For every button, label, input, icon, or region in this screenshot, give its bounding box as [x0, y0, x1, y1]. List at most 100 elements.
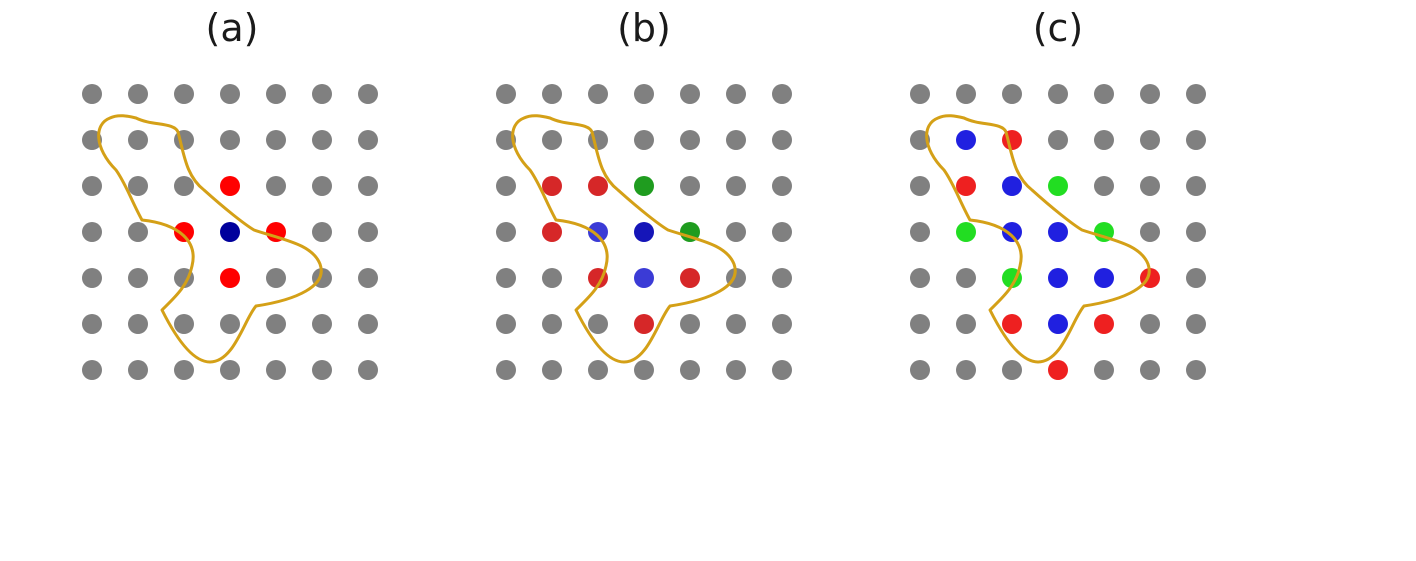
site-highlighted: [220, 268, 240, 288]
site-inactive: [956, 84, 976, 104]
site-inactive: [726, 84, 746, 104]
site-inactive: [542, 268, 562, 288]
site-inactive: [82, 176, 102, 196]
site-inactive: [910, 130, 930, 150]
site-highlighted: [1002, 222, 1022, 242]
site-inactive: [266, 84, 286, 104]
site-inactive: [174, 314, 194, 334]
site-inactive: [82, 84, 102, 104]
site-inactive: [174, 84, 194, 104]
site-highlighted: [1048, 222, 1068, 242]
site-inactive: [1048, 130, 1068, 150]
site-inactive: [1094, 176, 1114, 196]
site-inactive: [128, 84, 148, 104]
site-inactive: [1140, 314, 1160, 334]
site-inactive: [358, 130, 378, 150]
site-inactive: [1002, 84, 1022, 104]
panel-a: [82, 84, 378, 380]
site-inactive: [1186, 268, 1206, 288]
panel-b: [496, 84, 792, 380]
site-highlighted: [1048, 268, 1068, 288]
site-inactive: [266, 268, 286, 288]
site-inactive: [680, 360, 700, 380]
site-inactive: [956, 360, 976, 380]
region-outline: [925, 114, 1151, 364]
site-inactive: [910, 84, 930, 104]
site-highlighted: [1094, 268, 1114, 288]
site-inactive: [312, 360, 332, 380]
site-inactive: [82, 130, 102, 150]
site-inactive: [772, 222, 792, 242]
site-inactive: [772, 130, 792, 150]
site-inactive: [588, 360, 608, 380]
site-inactive: [496, 84, 516, 104]
site-inactive: [220, 84, 240, 104]
site-inactive: [1140, 84, 1160, 104]
site-inactive: [1186, 176, 1206, 196]
site-inactive: [1048, 84, 1068, 104]
site-inactive: [220, 360, 240, 380]
site-inactive: [266, 314, 286, 334]
site-highlighted: [634, 222, 654, 242]
site-inactive: [312, 176, 332, 196]
site-inactive: [312, 314, 332, 334]
site-inactive: [680, 130, 700, 150]
site-highlighted: [634, 176, 654, 196]
site-inactive: [910, 314, 930, 334]
site-inactive: [358, 222, 378, 242]
site-highlighted: [956, 222, 976, 242]
site-inactive: [1186, 84, 1206, 104]
site-inactive: [1186, 314, 1206, 334]
region-outline: [511, 114, 737, 364]
site-inactive: [358, 314, 378, 334]
site-inactive: [1140, 360, 1160, 380]
site-inactive: [726, 130, 746, 150]
site-inactive: [312, 130, 332, 150]
panel-c: [910, 84, 1206, 380]
site-inactive: [496, 360, 516, 380]
site-inactive: [772, 314, 792, 334]
site-inactive: [1186, 360, 1206, 380]
site-highlighted: [542, 222, 562, 242]
site-inactive: [680, 84, 700, 104]
site-inactive: [680, 176, 700, 196]
site-inactive: [1094, 360, 1114, 380]
site-highlighted: [588, 222, 608, 242]
site-inactive: [726, 176, 746, 196]
site-inactive: [910, 360, 930, 380]
site-inactive: [496, 222, 516, 242]
site-inactive: [542, 360, 562, 380]
site-highlighted: [1002, 314, 1022, 334]
site-inactive: [772, 176, 792, 196]
site-highlighted: [174, 222, 194, 242]
site-inactive: [1140, 222, 1160, 242]
site-inactive: [266, 176, 286, 196]
site-inactive: [82, 314, 102, 334]
site-inactive: [128, 222, 148, 242]
site-inactive: [1186, 222, 1206, 242]
site-inactive: [772, 268, 792, 288]
panel-label-c: (c): [1032, 6, 1084, 50]
site-inactive: [128, 130, 148, 150]
site-inactive: [634, 130, 654, 150]
site-inactive: [1094, 130, 1114, 150]
site-inactive: [1186, 130, 1206, 150]
site-highlighted: [542, 176, 562, 196]
site-highlighted: [680, 268, 700, 288]
site-inactive: [312, 222, 332, 242]
site-inactive: [220, 130, 240, 150]
site-highlighted: [588, 176, 608, 196]
site-inactive: [956, 314, 976, 334]
site-inactive: [956, 268, 976, 288]
site-inactive: [174, 176, 194, 196]
site-inactive: [220, 314, 240, 334]
site-highlighted: [220, 176, 240, 196]
site-inactive: [634, 360, 654, 380]
site-inactive: [910, 268, 930, 288]
site-inactive: [634, 84, 654, 104]
panel-label-b: (b): [617, 6, 671, 50]
site-inactive: [82, 222, 102, 242]
site-inactive: [772, 360, 792, 380]
site-inactive: [910, 222, 930, 242]
